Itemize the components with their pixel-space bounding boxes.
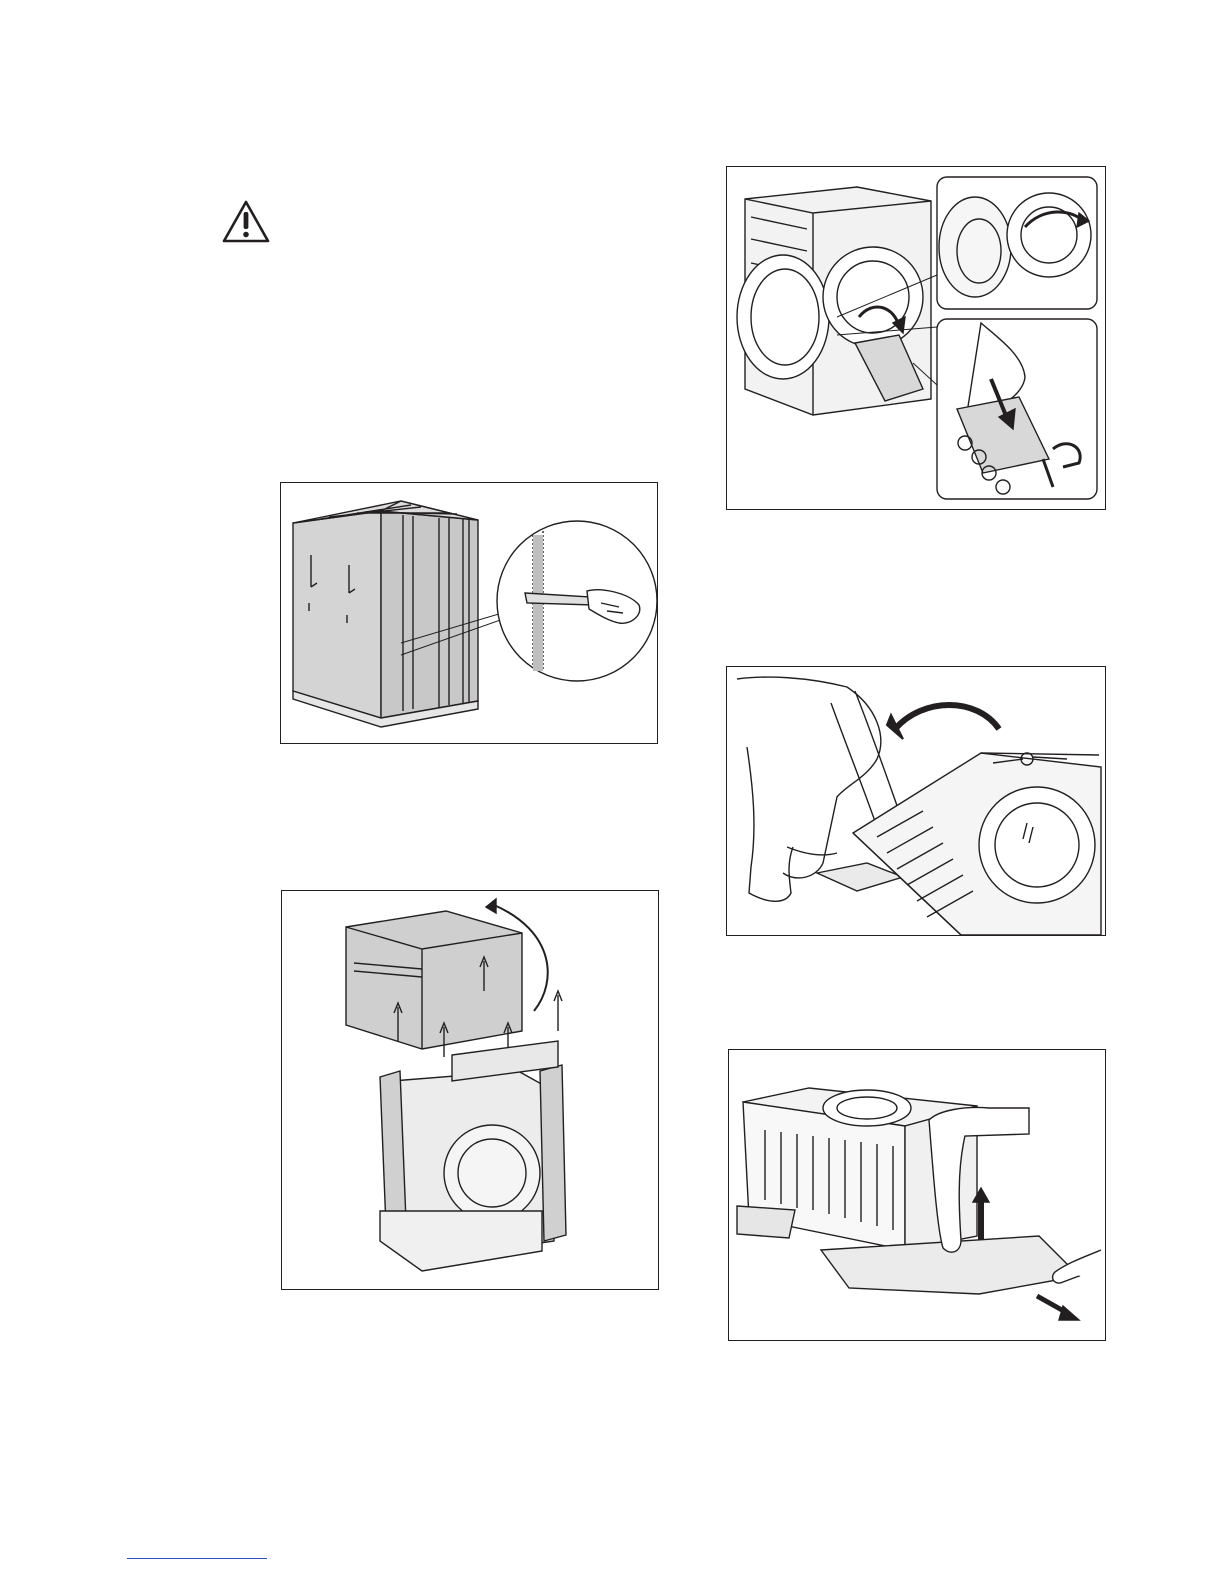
- warning-icon: [221, 199, 271, 245]
- figure-tilt-appliance: [726, 666, 1106, 936]
- figure-remove-base: [728, 1049, 1106, 1341]
- figure-remove-carton: [281, 890, 659, 1290]
- figure-remove-transit-support: [726, 166, 1106, 510]
- footer-rule: [127, 1558, 267, 1559]
- figure-cut-straps: [280, 482, 658, 744]
